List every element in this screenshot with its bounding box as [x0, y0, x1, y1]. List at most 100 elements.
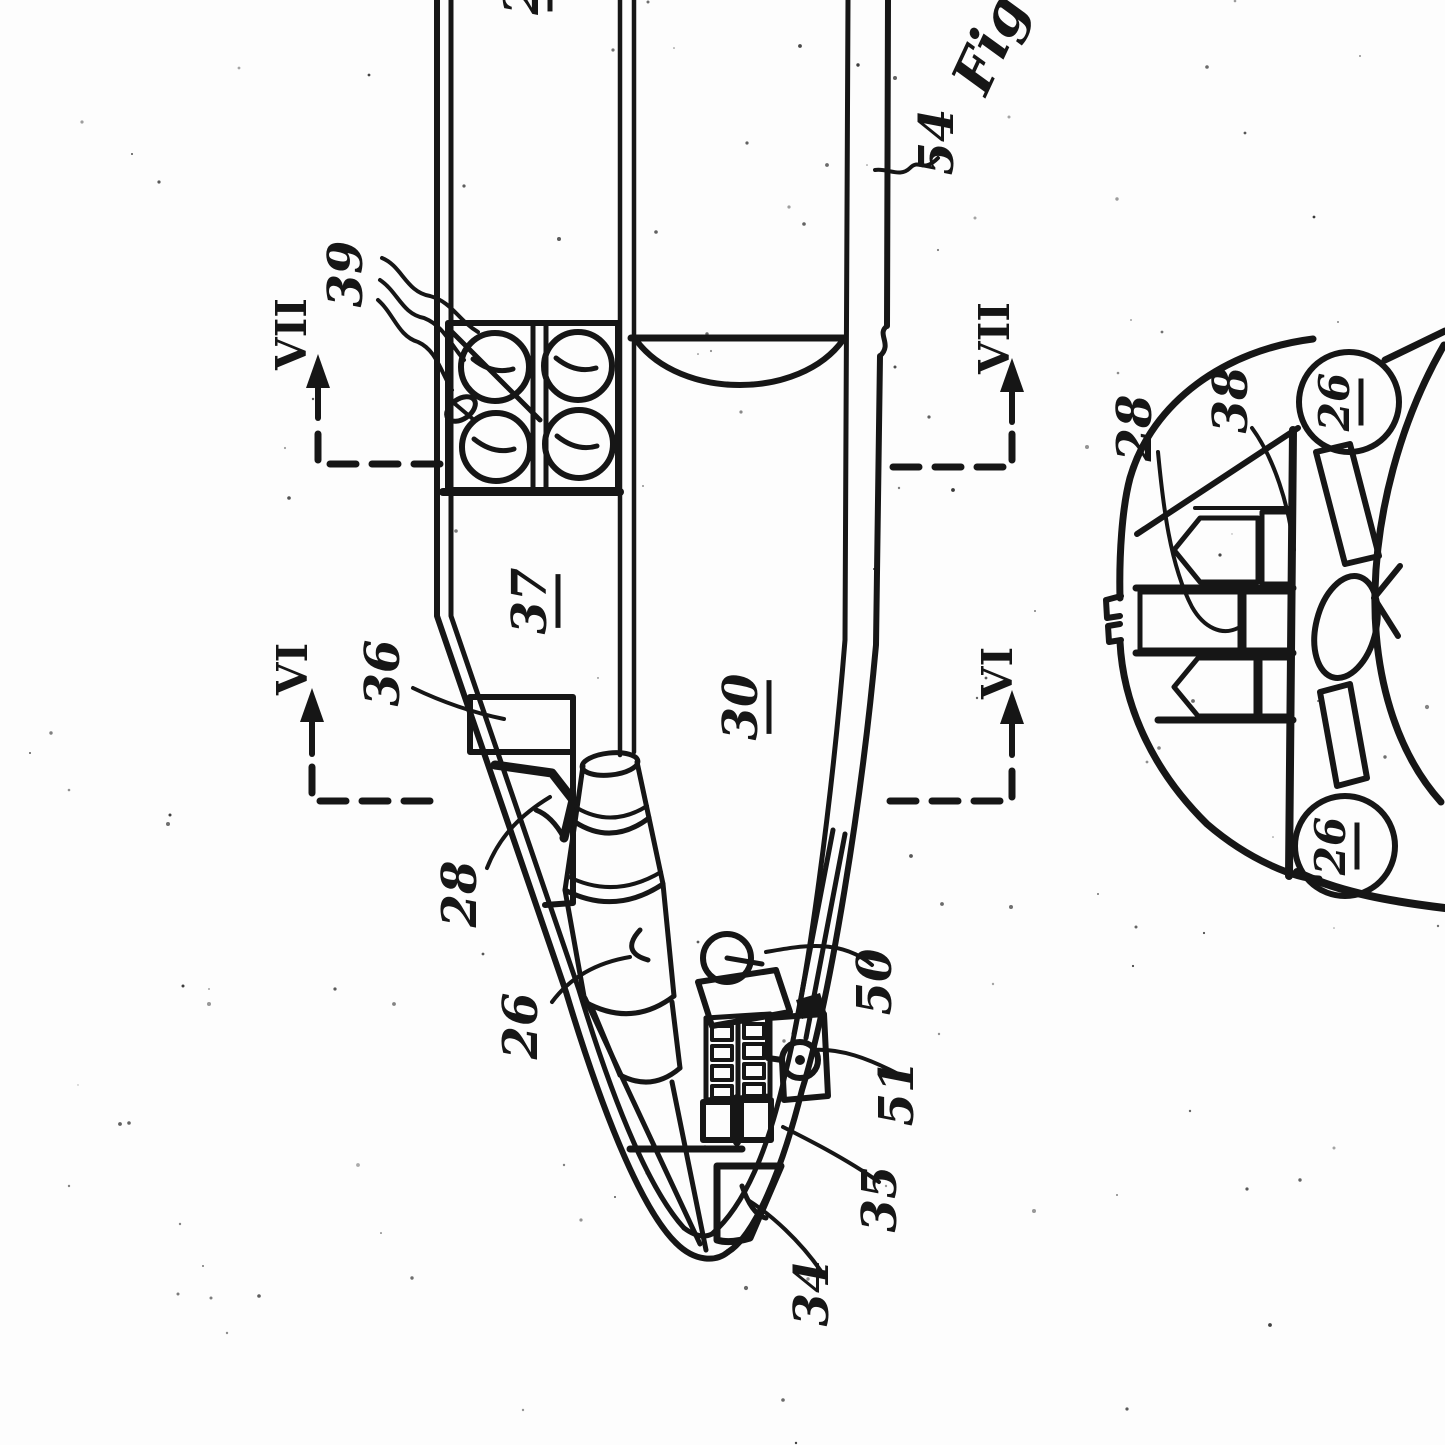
ref-label-text: 38 — [1203, 367, 1259, 434]
speckle-dot — [1116, 1194, 1118, 1196]
speckle-dot — [1313, 216, 1316, 219]
speckle-dot — [795, 1442, 797, 1444]
speckle-dot — [1234, 0, 1237, 2]
speckle-dot — [522, 1409, 524, 1411]
ref-label-39: 39 — [318, 241, 374, 308]
speckle-dot — [257, 1294, 261, 1298]
ref-label-36: 36 — [355, 640, 411, 707]
speckle-dot — [940, 902, 944, 906]
speckle-dot — [1115, 197, 1118, 200]
speckle-dot — [642, 485, 644, 487]
speckle-dot — [787, 205, 790, 208]
speckle-dot — [782, 1039, 785, 1042]
speckle-dot — [710, 350, 712, 352]
speckle-dot — [482, 953, 485, 956]
speckle-dot — [1203, 932, 1205, 934]
ref-label-text: Fig — [938, 0, 1041, 105]
speckle-dot — [1218, 553, 1221, 556]
speckle-dot — [166, 822, 170, 826]
speckle-dot — [744, 1286, 748, 1290]
speckle-dot — [1130, 319, 1132, 321]
ref-label-26-bottom: 26 — [1306, 817, 1357, 876]
speckle-dot — [1425, 705, 1429, 709]
speckle-dot — [745, 141, 748, 144]
ref-label-28-main: 28 — [432, 861, 488, 929]
ref-label-34: 34 — [784, 1260, 840, 1327]
speckle-dot — [1034, 610, 1036, 612]
speckle-dot — [1383, 755, 1386, 758]
ref-label-partial-top: 2 — [494, 0, 550, 16]
speckle-dot — [781, 1398, 785, 1402]
speckle-dot — [77, 1084, 78, 1085]
speckle-dot — [118, 1122, 122, 1126]
ref-label-54: 54 — [909, 109, 965, 176]
speckle-dot — [1008, 116, 1011, 119]
speckle-dot — [798, 44, 802, 48]
speckle-dot — [312, 398, 314, 400]
speckle-dot — [1097, 893, 1099, 895]
speckle-dot — [856, 63, 859, 66]
ref-label-text: 28 — [1107, 395, 1163, 463]
speckle-dot — [80, 120, 83, 123]
speckle-dot — [1191, 699, 1195, 703]
nose-equipment — [585, 830, 845, 1250]
ref-label-text: 54 — [909, 109, 965, 176]
speckle-dot — [1231, 533, 1232, 534]
speckle-dot — [462, 184, 465, 187]
ref-label-text: 51 — [869, 1060, 925, 1127]
speckle-dot — [1205, 65, 1209, 69]
speckle-dot — [238, 67, 241, 70]
speckle-dot — [938, 1033, 940, 1035]
speckle-dot — [1437, 925, 1439, 927]
speckle-dot — [1333, 1147, 1336, 1150]
ref-label-text: 26 — [493, 993, 549, 1061]
speckle-dot — [614, 1196, 616, 1198]
speckle-dot — [131, 153, 133, 155]
ref-label-text: VII — [267, 298, 316, 371]
speckle-dot — [937, 249, 939, 251]
speckle-dot — [1125, 1407, 1128, 1410]
speckle-dot — [951, 488, 955, 492]
ref-label-vi-left: VI — [268, 643, 317, 696]
speckle-dot — [1009, 905, 1013, 909]
speckle-dot — [287, 496, 291, 500]
speckle-dot — [1157, 746, 1161, 750]
speckle-dot — [974, 217, 977, 220]
speckle-dot — [1244, 132, 1247, 135]
speckle-dot — [1245, 1187, 1248, 1190]
ref-label-text: 39 — [318, 241, 374, 308]
speckle-dot — [1161, 331, 1164, 334]
ref-label-text: 2 — [494, 0, 550, 16]
speckle-dot — [29, 752, 31, 754]
speckle-dot — [1085, 445, 1089, 449]
speckle-dot — [909, 854, 913, 858]
speckle-dot — [802, 222, 806, 226]
keel-structure — [1136, 430, 1293, 876]
ref-label-text: VI — [268, 643, 317, 696]
speckle-dot — [597, 677, 598, 678]
speckle-dot — [697, 353, 699, 355]
speckle-dot — [894, 366, 897, 369]
ref-label-vii-right: VII — [970, 302, 1019, 375]
speckle-dot — [1333, 927, 1335, 929]
speckle-dot — [207, 1002, 211, 1006]
speckle-dot — [210, 1297, 213, 1300]
speckle-dot — [927, 415, 930, 418]
ref-label-text: 26 — [1310, 373, 1359, 432]
ref-label-26-top: 26 — [1310, 373, 1361, 432]
speckle-dot — [356, 1163, 360, 1167]
ref-label-text: 50 — [847, 949, 903, 1016]
skin-break-mark — [880, 326, 887, 356]
ref-label-35: 35 — [852, 1166, 908, 1233]
speckle-dot — [739, 410, 742, 413]
keel-notch — [1106, 596, 1121, 642]
speckle-dot — [127, 1121, 131, 1125]
speckle-dot — [673, 47, 675, 49]
speckle-dot — [1272, 836, 1274, 838]
ref-label-28-cross: 28 — [1107, 395, 1163, 463]
speckle-dot — [898, 487, 900, 489]
ref-label-38: 38 — [1203, 367, 1259, 434]
speckle-dot — [563, 1164, 565, 1166]
